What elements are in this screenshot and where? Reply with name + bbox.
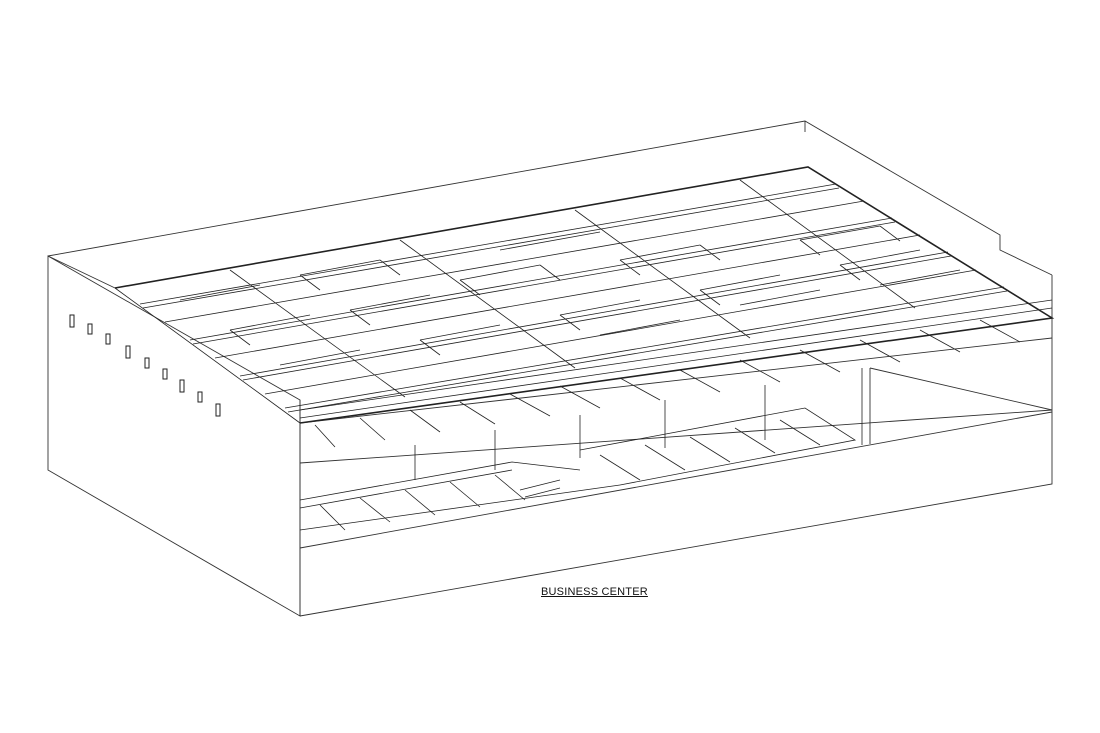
lower-floor-joists bbox=[300, 408, 855, 530]
drawing-caption: BUSINESS CENTER bbox=[541, 586, 648, 598]
window-openings bbox=[69, 314, 221, 417]
building-envelope bbox=[48, 121, 1052, 616]
upper-floor-joists bbox=[300, 300, 1052, 480]
roof-framing bbox=[115, 167, 1052, 423]
